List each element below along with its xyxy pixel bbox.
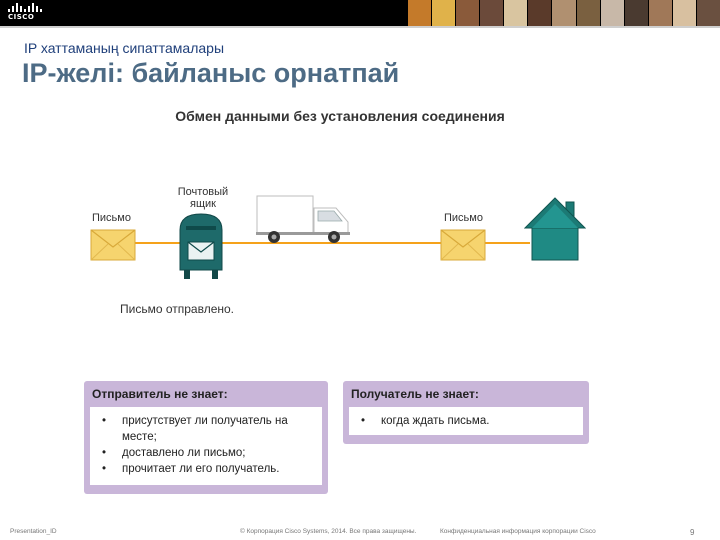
top-banner: CISCO [0,0,720,26]
list-item: когда ждать письма. [357,413,575,429]
diagram-title-text: Обмен данными без установления соединени… [175,108,505,124]
footer-confidential: Конфиденциальная информация корпорации C… [440,528,596,535]
letter-sent-label: Письмо отправлено. [120,302,234,316]
letter-right-label: Письмо [444,212,483,224]
mailbox-label-line1: Почтовый [177,186,229,198]
list-item: присутствует ли получатель на месте; [98,413,314,445]
receiver-box-list: когда ждать письма. [357,413,575,429]
list-item: прочитает ли его получатель. [98,461,314,477]
letter-left-label: Письмо [92,212,131,224]
cisco-logo: CISCO [8,3,42,23]
receiver-box-body: когда ждать письма. [349,407,583,435]
banner-photo-strip [408,0,720,26]
sender-box-body: присутствует ли получатель на месте; дос… [90,407,322,485]
mailbox-label: Почтовый ящик [174,186,232,210]
mailbox-icon [179,213,223,279]
logo-text: CISCO [8,13,35,21]
sender-box-heading: Отправитель не знает: [92,387,228,401]
footer-copyright: © Корпорация Cisco Systems, 2014. Все пр… [240,528,417,535]
page-number: 9 [690,528,695,537]
slide-title: IP-желі: байланыс орнатпай [22,58,400,88]
delivery-path-line [110,242,530,244]
banner-divider [0,26,720,28]
receiver-box-heading: Получатель не знает: [351,387,479,401]
delivery-truck-icon [256,195,350,243]
mailbox-label-line2: ящик [190,198,216,210]
envelope-left-icon [90,229,136,261]
diagram-title: Обмен данными без установления соединени… [0,108,680,124]
list-item: доставлено ли письмо; [98,445,314,461]
sender-unknowns-box: Отправитель не знает: присутствует ли по… [84,381,328,494]
envelope-right-icon [440,229,486,261]
sender-box-list: присутствует ли получатель на месте; дос… [98,413,314,477]
receiver-unknowns-box: Получатель не знает: когда ждать письма. [343,381,589,444]
slide-subtitle: IP хаттаманың сипаттамалары [24,40,225,56]
house-icon [524,197,586,261]
footer-presentation-id: Presentation_ID [10,528,57,535]
